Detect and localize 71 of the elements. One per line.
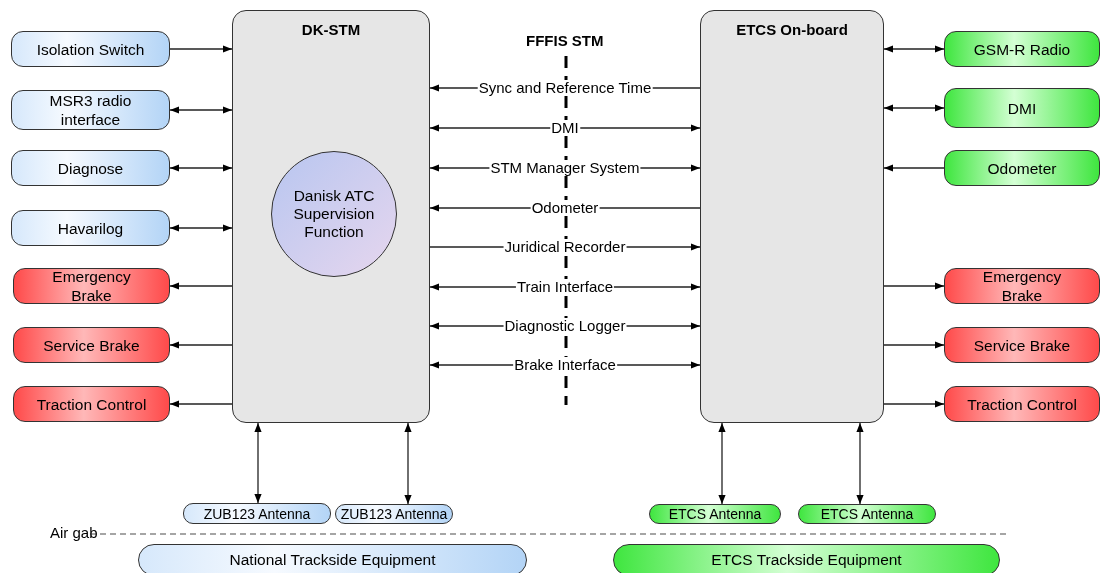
edge-label: Diagnostic Logger [503,318,627,334]
edge-label: STM Manager System [489,160,641,176]
interface-box [11,31,170,67]
node-label: Traction Control [36,394,147,414]
arrow [169,282,233,290]
edge-label: Sync and Reference Time [477,80,653,96]
arrow [883,104,945,112]
arrow [169,164,233,172]
arrow [883,282,945,290]
arrow [883,164,945,172]
arrow [169,400,233,408]
node-label: Traction Control [967,394,1077,414]
interface-box [944,88,1100,128]
node-label: Isolation Switch [36,39,145,59]
edge-label: Odometer [530,200,600,216]
antenna-box [798,504,936,524]
node-label: GSM-R Radio [973,39,1071,59]
antenna-box [335,504,453,524]
node-label: Odometer [987,158,1057,178]
arrow [883,400,945,408]
node-label: MSR3 radio interface [48,91,133,129]
node-label: ETCS Antenna [820,506,914,522]
arrow [883,45,945,53]
interface-box [13,386,170,422]
arrow [169,45,233,53]
interface-box [944,386,1100,422]
node-label: Service Brake [43,335,140,355]
arrow [429,124,701,132]
node-label: Diagnose [57,158,124,178]
node-label: Havarilog [57,218,124,238]
node-label: ETCS Trackside Equipment [711,551,902,569]
interface-box [944,31,1100,67]
interface-box [11,210,170,246]
arrow [856,422,864,505]
interface-box [11,90,170,130]
arrow [718,422,726,505]
arrow [169,106,233,114]
unit-box [700,10,884,423]
antenna-box [649,504,781,524]
unit-title: ETCS On-board [736,21,848,38]
node-label: ZUB123 Antenna [203,505,311,522]
antenna-box [183,503,331,524]
edge-label: Brake Interface [513,357,617,373]
interface-box [11,150,170,186]
node-label: Emergency Brake [981,267,1063,305]
interface-box [13,268,170,304]
unit-title: DK-STM [301,21,361,38]
arrow [169,341,233,349]
interface-box [944,150,1100,186]
arrow [254,422,262,504]
interface-box [13,327,170,363]
interface-box [944,268,1100,304]
node-label: Danisk ATC Supervision Function [292,187,376,241]
node-label: National Trackside Equipment [229,551,436,569]
interface-name: FFFIS STM [526,32,604,49]
arrow [883,341,945,349]
node-label: Emergency Brake [51,267,132,305]
edge-label: Juridical Recorder [503,239,627,255]
arrow [169,224,233,232]
node-label: ETCS Antenna [668,506,762,522]
unit-box [232,10,430,423]
arrow [404,422,412,505]
trackside-box [613,544,1000,573]
node-label: ZUB123 Antenna [340,506,448,522]
edge-label: Train Interface [515,279,615,295]
node-label: DMI [1007,98,1037,118]
trackside-box [138,544,527,573]
edge-label: DMI [550,120,580,136]
interface-box [944,327,1100,363]
node-label: Service Brake [973,335,1071,355]
air-gap-label: Air gab [50,524,98,541]
